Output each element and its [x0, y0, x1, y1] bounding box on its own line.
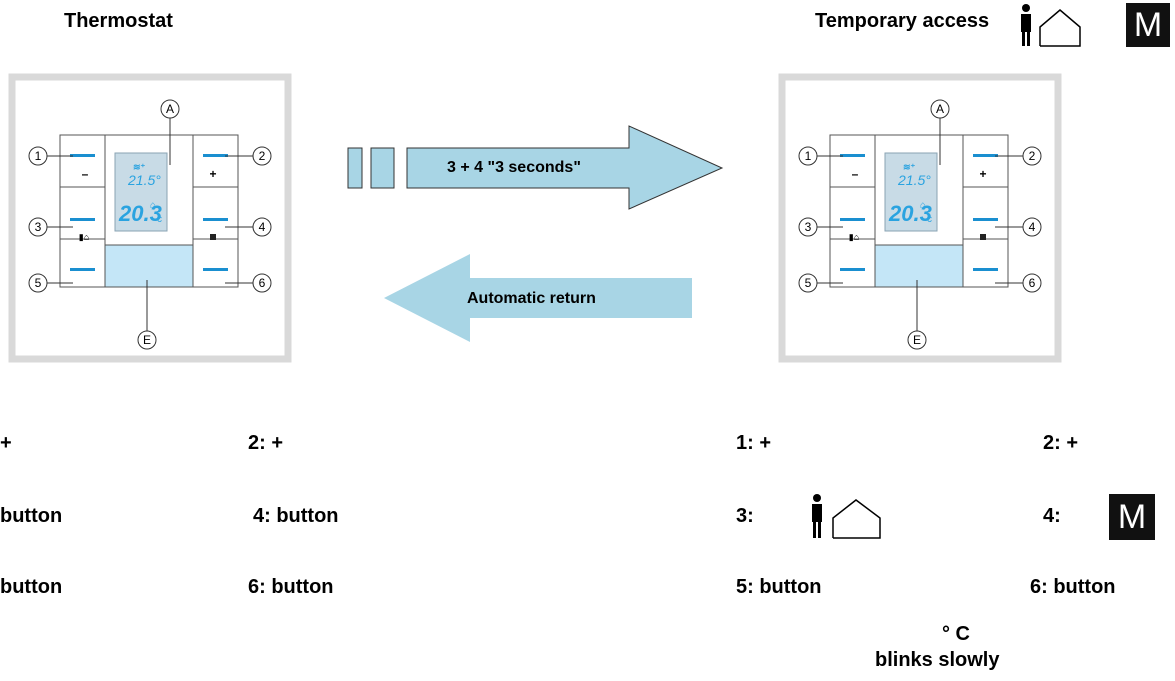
svg-text:≋⁺: ≋⁺	[133, 162, 146, 172]
forward-arrow	[347, 125, 724, 210]
right-legend-6: 6: button	[1030, 576, 1116, 598]
svg-text:4: 4	[259, 220, 266, 234]
mode-m-legend-icon: M	[1109, 494, 1155, 540]
right-legend-4: 4:	[1043, 505, 1061, 527]
back-arrow-label: Automatic return	[467, 290, 596, 307]
back-arrow	[384, 254, 692, 342]
left-panel-title: Thermostat	[64, 10, 173, 32]
svg-text:20.3: 20.3	[118, 201, 162, 226]
svg-text:E: E	[143, 333, 151, 347]
left-legend-5: button	[0, 576, 63, 598]
person-home-legend-icon	[812, 494, 881, 539]
svg-text:21.5°: 21.5°	[897, 172, 931, 188]
svg-text:1: 1	[35, 149, 42, 163]
svg-text:21.5°: 21.5°	[127, 172, 161, 188]
svg-text:3: 3	[805, 220, 812, 234]
svg-text:–: –	[852, 167, 859, 181]
left-thermostat-device: ≋⁺ 21.5° 20.3 c ⌂ – + ▮⌂ 1 2 3 4 5 6 A E	[8, 73, 292, 363]
svg-text:≋⁺: ≋⁺	[903, 162, 916, 172]
left-legend-4: 4: button	[253, 505, 339, 527]
svg-text:3: 3	[35, 220, 42, 234]
right-panel-title: Temporary access	[815, 10, 990, 32]
right-legend-5: 5: button	[736, 576, 822, 598]
svg-text:2: 2	[259, 149, 266, 163]
svg-text:2: 2	[1029, 149, 1036, 163]
left-legend-1: +	[0, 432, 12, 454]
svg-text:A: A	[166, 102, 174, 116]
svg-text:4: 4	[1029, 220, 1036, 234]
person-home-icon	[1021, 4, 1081, 47]
note-unit: ° C	[942, 623, 970, 645]
left-legend-2: 2: +	[248, 432, 284, 454]
note-blinks: blinks slowly	[875, 649, 1000, 671]
left-legend-3: button	[0, 505, 63, 527]
right-legend-2: 2: +	[1043, 432, 1079, 454]
svg-text:A: A	[936, 102, 944, 116]
right-legend-1: 1: +	[736, 432, 772, 454]
svg-text:5: 5	[805, 276, 812, 290]
svg-text:c: c	[157, 214, 162, 225]
svg-text:20.3: 20.3	[888, 201, 932, 226]
svg-text:⌂: ⌂	[920, 200, 926, 211]
svg-text:▮⌂: ▮⌂	[79, 232, 89, 242]
mode-m-icon: M	[1126, 3, 1170, 47]
svg-text:–: –	[82, 167, 89, 181]
svg-text:c: c	[927, 214, 932, 225]
left-legend-6: 6: button	[248, 576, 334, 598]
svg-text:1: 1	[805, 149, 812, 163]
right-legend-3: 3:	[736, 505, 754, 527]
forward-arrow-label: 3 + 4 "3 seconds"	[447, 159, 581, 176]
svg-text:5: 5	[35, 276, 42, 290]
svg-text:6: 6	[1029, 276, 1036, 290]
svg-text:▮⌂: ▮⌂	[849, 232, 859, 242]
svg-text:E: E	[913, 333, 921, 347]
svg-text:+: +	[979, 167, 986, 181]
svg-text:+: +	[209, 167, 216, 181]
svg-text:6: 6	[259, 276, 266, 290]
svg-text:⌂: ⌂	[150, 200, 156, 211]
right-thermostat-device: ≋⁺ 21.5° 20.3 c ⌂ – + ▮⌂ 1 2 3 4 5 6 A E	[778, 73, 1062, 363]
